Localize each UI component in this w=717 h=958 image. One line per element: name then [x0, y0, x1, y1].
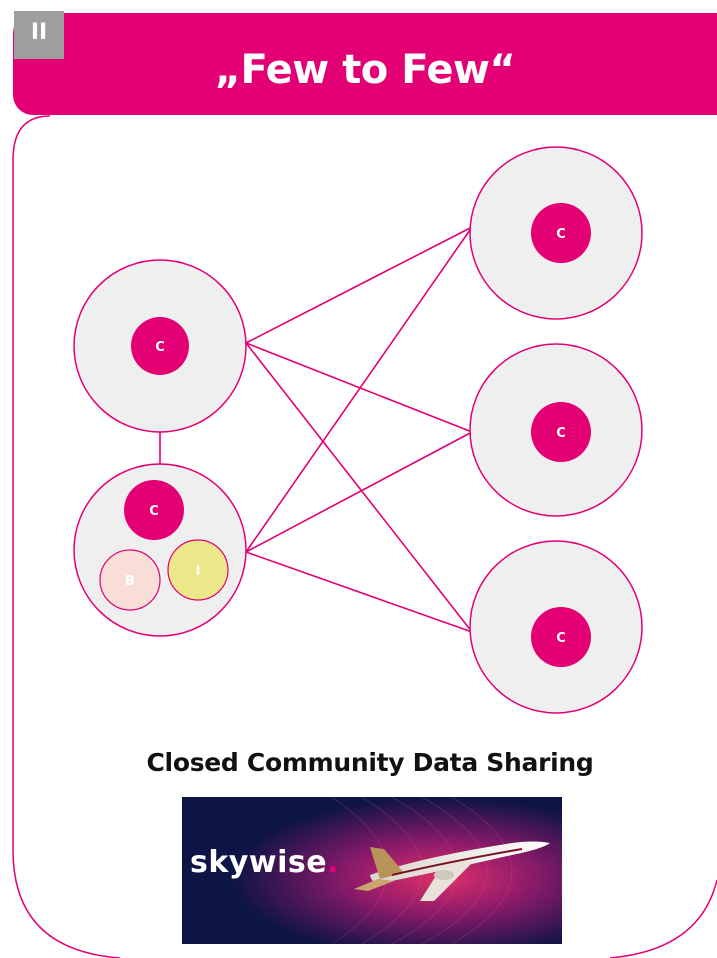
- brand-dot: .: [327, 845, 339, 880]
- c-bubble: [124, 480, 184, 540]
- b-label: B: [125, 574, 135, 589]
- c-label: C: [556, 227, 566, 242]
- b-bubble: [99, 549, 161, 611]
- c-bubble: [531, 203, 591, 263]
- c-bubble: [131, 317, 189, 375]
- left-node-1: C: [73, 259, 247, 433]
- edge-l1-r3: [245, 342, 473, 633]
- edge-l1-r1: [245, 226, 473, 344]
- right-node-2: C: [469, 343, 643, 517]
- brand-name: skywise: [190, 845, 328, 880]
- c-label: C: [149, 504, 159, 519]
- edge-l2-r3: [245, 551, 473, 633]
- right-node-1: C: [469, 146, 643, 320]
- banner-background: [182, 797, 562, 944]
- c-bubble: [531, 402, 591, 462]
- right-node-3: C: [469, 540, 643, 714]
- c-label: C: [155, 340, 165, 355]
- skywise-banner: skywise.: [182, 797, 562, 944]
- i-label: I: [196, 564, 201, 579]
- left-node-2: C B I: [73, 463, 247, 637]
- header-bar: [13, 13, 717, 115]
- c-label: C: [556, 631, 566, 646]
- i-bubble: [167, 539, 229, 601]
- edge-l1-r2: [245, 342, 473, 433]
- c-bubble: [531, 607, 591, 667]
- edge-l2-r2: [245, 431, 473, 553]
- page-title: „Few to Few“: [214, 47, 516, 93]
- edge-l2-r1: [245, 226, 473, 553]
- banner-brand-text: skywise.: [190, 845, 339, 880]
- airplane-icon: [354, 841, 550, 901]
- section-badge: II: [14, 11, 64, 59]
- c-label: C: [556, 426, 566, 441]
- connector-lines: [159, 226, 473, 633]
- diagram-caption: Closed Community Data Sharing: [146, 748, 594, 777]
